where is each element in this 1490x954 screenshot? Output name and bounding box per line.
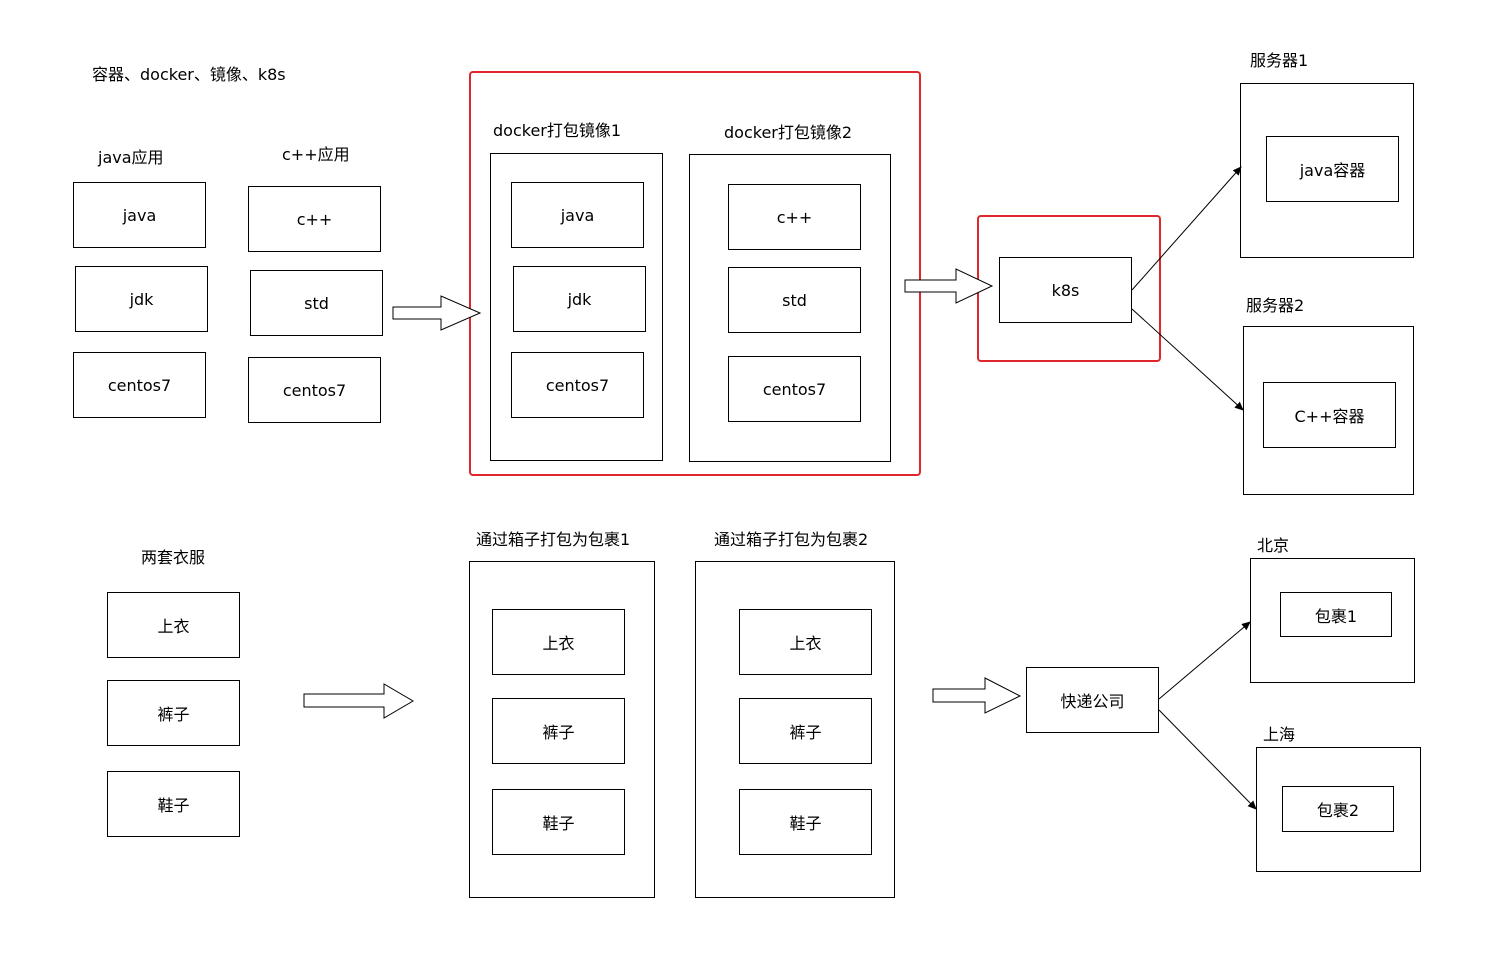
block-arrow-clothes-to-packages — [303, 683, 414, 719]
cpp-app-layer-std: std — [250, 270, 383, 336]
server1-label: 服务器1 — [1250, 51, 1309, 70]
clothes-item-pants: 裤子 — [107, 680, 240, 746]
package2-label: 通过箱子打包为包裹2 — [714, 530, 869, 549]
block-arrow-images-to-k8s — [904, 268, 994, 304]
cpp-app-layer-cpp: c++ — [248, 186, 381, 252]
shanghai-package: 包裹2 — [1282, 786, 1394, 832]
package1-item-pants: 裤子 — [492, 698, 625, 764]
clothes-label: 两套衣服 — [141, 548, 206, 567]
server2-cpp-container: C++容器 — [1263, 382, 1396, 448]
image2-layer-std: std — [728, 267, 861, 333]
package2-box — [695, 561, 895, 898]
image1-container — [490, 153, 663, 461]
shanghai-label: 上海 — [1263, 725, 1296, 744]
image2-container — [689, 154, 891, 462]
package1-item-shoes: 鞋子 — [492, 789, 625, 855]
package1-item-top: 上衣 — [492, 609, 625, 675]
beijing-package: 包裹1 — [1280, 592, 1392, 637]
server2-label: 服务器2 — [1246, 296, 1305, 315]
java-app-label: java应用 — [98, 148, 164, 167]
beijing-label: 北京 — [1257, 536, 1290, 555]
block-arrow-apps-to-images — [392, 295, 482, 331]
java-app-layer-os: centos7 — [73, 352, 206, 418]
images-highlight-frame — [469, 71, 921, 476]
package2-item-top: 上衣 — [739, 609, 872, 675]
connector-k8s-to-server2 — [1131, 308, 1244, 411]
java-app-layer-jdk: jdk — [75, 266, 208, 332]
package2-item-pants: 裤子 — [739, 698, 872, 764]
image2-layer-cpp: c++ — [728, 184, 861, 250]
courier-box: 快递公司 — [1026, 667, 1159, 733]
image2-label: docker打包镜像2 — [724, 123, 853, 142]
image1-layer-java: java — [511, 182, 644, 248]
cpp-app-layer-os: centos7 — [248, 357, 381, 423]
connector-courier-to-shanghai — [1158, 709, 1257, 810]
cpp-app-label: c++应用 — [282, 145, 350, 164]
java-app-layer-java: java — [73, 182, 206, 248]
connector-k8s-to-server1 — [1131, 166, 1242, 291]
diagram-title: 容器、docker、镜像、k8s — [92, 65, 286, 84]
k8s-box: k8s — [999, 257, 1132, 323]
package1-box — [469, 561, 655, 898]
package1-label: 通过箱子打包为包裹1 — [476, 530, 631, 549]
clothes-item-shoes: 鞋子 — [107, 771, 240, 837]
image1-label: docker打包镜像1 — [493, 121, 622, 140]
image2-layer-os: centos7 — [728, 356, 861, 422]
package2-item-shoes: 鞋子 — [739, 789, 872, 855]
image1-layer-jdk: jdk — [513, 266, 646, 332]
connector-courier-to-beijing — [1158, 621, 1251, 700]
clothes-item-top: 上衣 — [107, 592, 240, 658]
beijing-frame — [1250, 558, 1415, 683]
block-arrow-packages-to-courier — [932, 677, 1022, 714]
server1-java-container: java容器 — [1266, 136, 1399, 202]
image1-layer-os: centos7 — [511, 352, 644, 418]
